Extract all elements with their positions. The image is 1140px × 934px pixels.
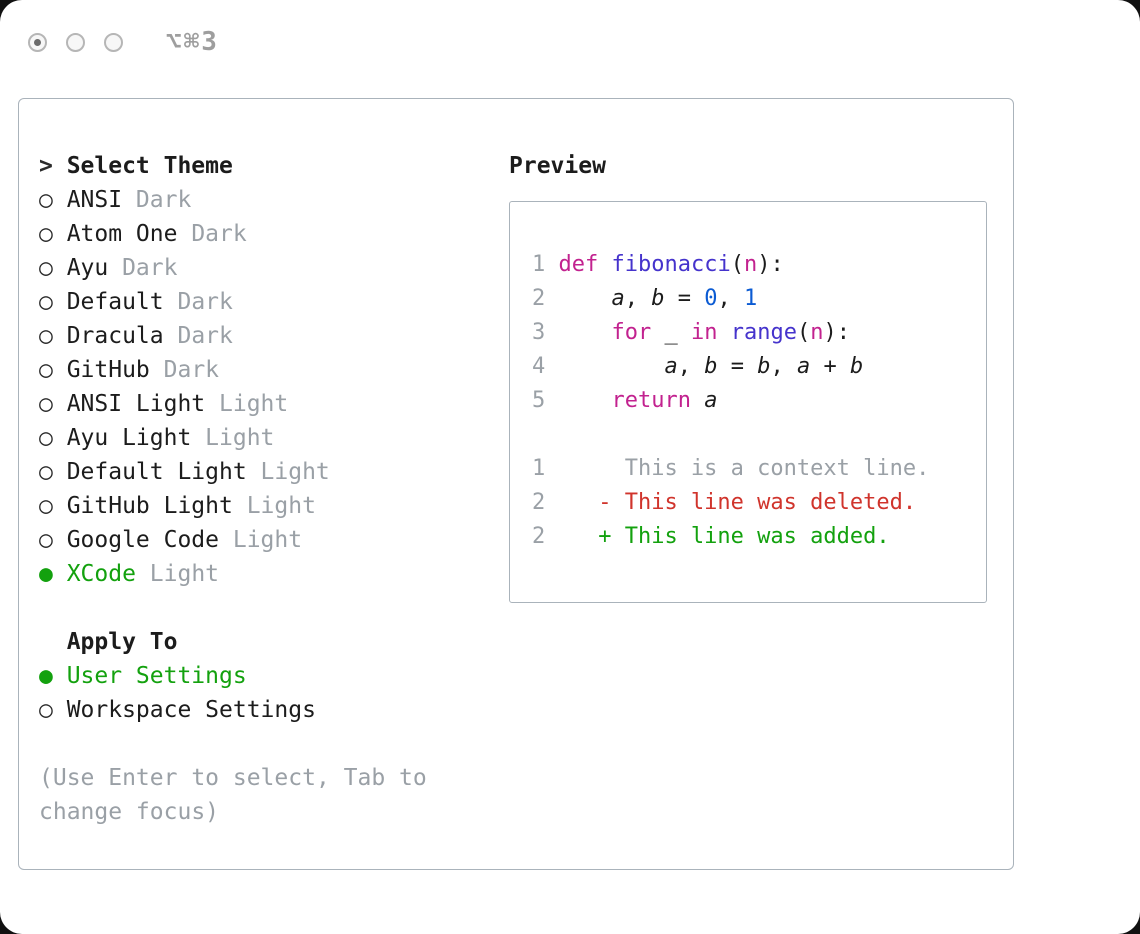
preview-header: Preview [509, 153, 606, 179]
close-button[interactable] [28, 32, 47, 52]
spacer [39, 591, 469, 625]
theme-variant: Light [205, 425, 275, 451]
theme-option[interactable]: ○ Google Code Light [39, 523, 469, 557]
theme-variant: Dark [135, 187, 192, 213]
theme-name: Ayu [66, 255, 109, 281]
diff-line: 2 + This line was added. [532, 520, 986, 554]
apply-option[interactable]: ● User Settings [39, 659, 469, 693]
code-line: 5 return a [532, 384, 986, 418]
theme-option[interactable]: ● XCode Light [39, 557, 469, 591]
maximize-button[interactable] [104, 32, 123, 52]
radio-icon: ○ [39, 697, 53, 723]
theme-name: Default [66, 289, 164, 315]
apply-option-label: User Settings [66, 663, 247, 689]
theme-name: Dracula [66, 323, 164, 349]
radio-icon: ○ [39, 425, 53, 451]
code-line: 2 a, b = 0, 1 [532, 282, 986, 316]
radio-icon: ○ [39, 289, 53, 315]
theme-variant: Light [149, 561, 220, 587]
diff-text: + This line was added. [558, 524, 890, 549]
theme-name: Google Code [66, 527, 220, 553]
blank-line [532, 418, 986, 452]
theme-variant: Dark [163, 357, 220, 383]
theme-option[interactable]: ○ Ayu Dark [39, 251, 469, 285]
minimize-button[interactable] [66, 32, 85, 52]
hotkey-label: ⌥⌘3 [166, 27, 219, 57]
radio-icon: ○ [39, 323, 53, 349]
theme-name: ANSI Light [66, 391, 206, 417]
apply-to-header: Apply To [39, 625, 469, 659]
line-number: 1 [532, 456, 546, 481]
diff-line: 1 This is a context line. [532, 452, 986, 486]
theme-variant: Dark [177, 323, 233, 349]
radio-icon: ○ [39, 357, 53, 383]
theme-variant: Light [246, 493, 316, 519]
radio-icon: ○ [39, 459, 53, 485]
theme-name: Default Light [66, 459, 247, 485]
line-number: 3 [532, 320, 546, 345]
radio-selected-icon: ● [39, 561, 53, 587]
theme-option[interactable]: ○ GitHub Dark [39, 353, 469, 387]
apply-to-list: ● User Settings ○ Workspace Settings [39, 659, 469, 727]
theme-name: Atom One [66, 221, 178, 247]
radio-icon: ○ [39, 221, 53, 247]
help-text: (Use Enter to select, Tab to change focu… [39, 765, 427, 825]
select-theme-title: Select Theme [66, 153, 233, 179]
theme-variant: Dark [191, 221, 247, 247]
code-line: 3 for _ in range(n): [532, 316, 986, 350]
theme-name: XCode [66, 561, 136, 587]
radio-icon: ○ [39, 527, 53, 553]
theme-variant: Light [232, 527, 303, 553]
radio-icon: ○ [39, 255, 53, 281]
theme-option[interactable]: ○ Dracula Dark [39, 319, 469, 353]
line-number: 5 [532, 388, 546, 413]
theme-option[interactable]: ○ Ayu Light Light [39, 421, 469, 455]
theme-variant: Dark [177, 289, 233, 315]
theme-option[interactable]: ○ Default Dark [39, 285, 469, 319]
apply-option[interactable]: ○ Workspace Settings [39, 693, 469, 727]
radio-icon: ○ [39, 187, 53, 213]
line-number: 2 [532, 286, 546, 311]
theme-variant: Light [260, 459, 330, 485]
theme-name: GitHub [66, 357, 150, 383]
radio-icon: ○ [39, 391, 53, 417]
radio-selected-icon: ● [39, 663, 53, 689]
apply-option-label: Workspace Settings [66, 697, 316, 723]
theme-variant: Dark [122, 255, 178, 281]
theme-option[interactable]: ○ ANSI Light Light [39, 387, 469, 421]
line-number: 1 [532, 252, 546, 277]
apply-to-title: Apply To [66, 629, 178, 655]
radio-icon: ○ [39, 493, 53, 519]
line-number: 2 [532, 524, 546, 549]
active-dot-icon [34, 38, 41, 46]
line-number: 4 [532, 354, 546, 379]
code-line: 4 a, b = b, a + b [532, 350, 986, 384]
line-number: 2 [532, 490, 546, 515]
theme-name: ANSI [66, 187, 123, 213]
diff-text: - This line was deleted. [558, 490, 917, 515]
theme-option[interactable]: ○ Default Light Light [39, 455, 469, 489]
theme-option[interactable]: ○ ANSI Dark [39, 183, 469, 217]
theme-name: Ayu Light [66, 425, 192, 451]
diff-line: 2 - This line was deleted. [532, 486, 986, 520]
pointer-icon: > [39, 153, 53, 179]
theme-name: GitHub Light [66, 493, 233, 519]
theme-option[interactable]: ○ GitHub Light Light [39, 489, 469, 523]
select-theme-header: > Select Theme [39, 149, 469, 183]
theme-variant: Light [219, 391, 289, 417]
titlebar: ⌥⌘3 [28, 27, 219, 57]
theme-option[interactable]: ○ Atom One Dark [39, 217, 469, 251]
diff-text: This is a context line. [558, 456, 930, 481]
